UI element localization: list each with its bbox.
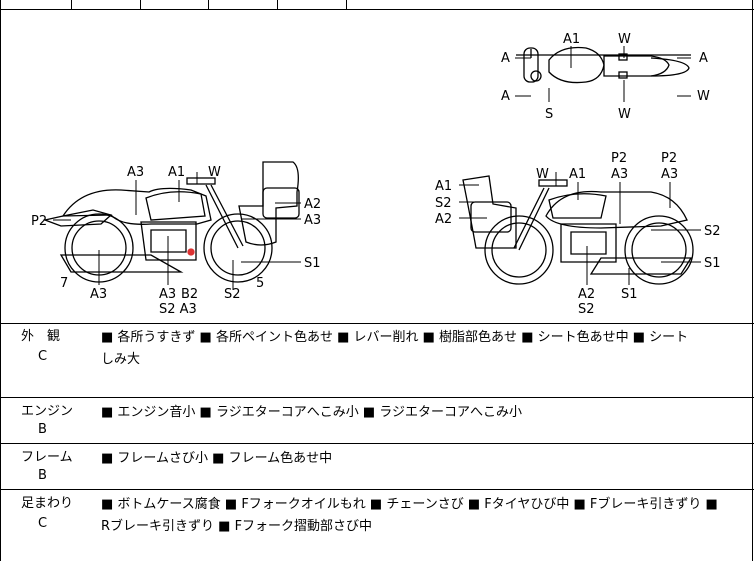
left-label-w: W <box>208 165 221 180</box>
right-side-motorcycle <box>462 175 694 285</box>
right-label-s2-right: S2 <box>704 224 721 239</box>
row-description: ■ ボトムケース腐食 ■ Fフォークオイルもれ ■ チェーンさび ■ Fタイヤひ… <box>101 494 742 538</box>
right-label-a3-a: A3 <box>611 167 628 182</box>
left-label-a1: A1 <box>168 165 185 180</box>
row-grade: C <box>38 349 48 364</box>
top-view-motorcycle <box>516 46 691 84</box>
left-label-a3-top: A3 <box>127 165 144 180</box>
row-description-line: しみ大 <box>101 352 141 367</box>
top-label-a-right: A <box>699 51 708 66</box>
left-label-a2: A2 <box>304 197 321 212</box>
left-label-a3-bottom: A3 <box>90 287 107 302</box>
right-label-a1-left: A1 <box>435 179 452 194</box>
header-table-strip <box>1 0 754 10</box>
top-label-w-bottom: W <box>618 107 631 122</box>
right-label-a3-b: A3 <box>661 167 678 182</box>
header-cell <box>140 0 141 9</box>
header-cell <box>208 0 209 9</box>
left-label-a3-mid: A3 <box>159 287 176 302</box>
row-category: 外 観 <box>21 329 61 344</box>
row-description-line: ■ フレームさび小 ■ フレーム色あせ中 <box>101 451 333 466</box>
left-label-5: 5 <box>256 276 264 291</box>
condition-row-engine: エンジン B ■ エンジン音小 ■ ラジエターコアへこみ小 ■ ラジエターコアへ… <box>1 398 754 444</box>
row-description: ■ フレームさび小 ■ フレーム色あせ中 <box>101 448 742 470</box>
row-description: ■ エンジン音小 ■ ラジエターコアへこみ小 ■ ラジエターコアへこみ小 <box>101 402 742 424</box>
top-label-w: W <box>618 32 631 47</box>
row-category: エンジン <box>21 404 74 419</box>
right-label-s1-bottom: S1 <box>621 287 638 302</box>
row-description-line: ■ エンジン音小 ■ ラジエターコアへこみ小 ■ ラジエターコアへこみ小 <box>101 405 522 420</box>
row-description-line: ■ 各所うすきず ■ 各所ペイント色あせ ■ レバー削れ ■ 樹脂部色あせ ■ … <box>101 330 689 345</box>
header-cell <box>346 0 347 9</box>
left-label-s2a3: S2 A3 <box>159 302 197 317</box>
right-label-s1-right: S1 <box>704 256 721 271</box>
header-cell <box>277 0 278 9</box>
left-label-p2: P2 <box>31 214 47 229</box>
left-label-b2: B2 <box>181 287 198 302</box>
left-label-7: 7 <box>60 276 68 291</box>
right-label-a2-bottom: A2 <box>578 287 595 302</box>
left-label-a3-right: A3 <box>304 213 321 228</box>
top-label-a1: A1 <box>563 32 580 47</box>
row-description: ■ 各所うすきず ■ 各所ペイント色あせ ■ レバー削れ ■ 樹脂部色あせ ■ … <box>101 327 742 371</box>
top-label-a-left-bottom: A <box>501 89 510 104</box>
left-side-motorcycle <box>42 161 300 283</box>
left-label-s2: S2 <box>224 287 241 302</box>
left-label-s1: S1 <box>304 256 321 271</box>
right-label-s2-bottom: S2 <box>578 302 595 317</box>
right-label-s2-left: S2 <box>435 196 452 211</box>
condition-row-exterior: 外 観 C ■ 各所うすきず ■ 各所ペイント色あせ ■ レバー削れ ■ 樹脂部… <box>1 323 754 398</box>
right-label-a2-left: A2 <box>435 212 452 227</box>
condition-row-chassis: 足まわり C ■ ボトムケース腐食 ■ Fフォークオイルもれ ■ チェーンさび … <box>1 490 754 561</box>
top-label-w-right: W <box>697 89 710 104</box>
right-label-p2-b: P2 <box>661 151 677 166</box>
right-label-w: W <box>536 167 549 182</box>
row-grade: B <box>38 422 47 437</box>
right-label-a1: A1 <box>569 167 586 182</box>
row-category: フレーム <box>21 450 73 465</box>
row-grade: B <box>38 468 47 483</box>
motorcycle-diagram-svg: A1 W A A A W S W A3 A1 W P2 A2 A3 S1 7 A… <box>31 32 721 317</box>
header-cell <box>71 0 72 9</box>
row-grade: C <box>38 516 48 531</box>
row-category: 足まわり <box>21 496 74 511</box>
damage-diagram: A1 W A A A W S W A3 A1 W P2 A2 A3 S1 7 A… <box>1 10 754 324</box>
top-label-s: S <box>545 107 553 122</box>
condition-row-frame: フレーム B ■ フレームさび小 ■ フレーム色あせ中 <box>1 444 754 490</box>
row-description-line: ■ ボトムケース腐食 ■ Fフォークオイルもれ ■ チェーンさび ■ Fタイヤひ… <box>101 497 718 512</box>
top-label-a-left-top: A <box>501 51 510 66</box>
row-description-line: Rブレーキ引きずり ■ Fフォーク摺動部さび中 <box>101 519 373 534</box>
right-label-p2-a: P2 <box>611 151 627 166</box>
